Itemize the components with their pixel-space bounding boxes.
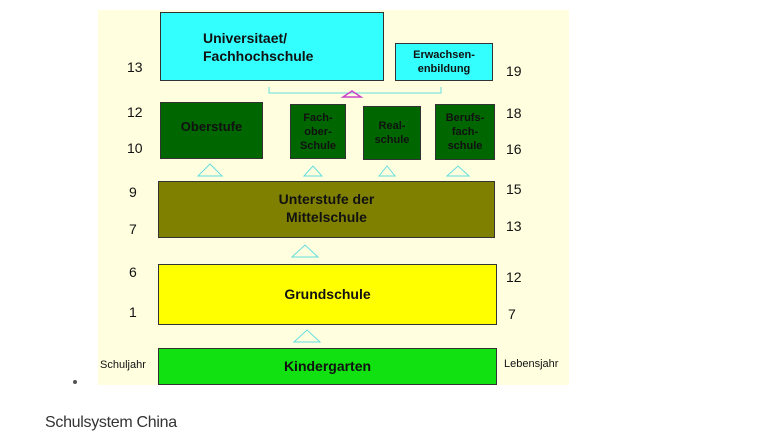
schuljahr-value: 9 (129, 184, 137, 200)
lebensjahr-value: 19 (506, 63, 522, 79)
arrow-up-icon (377, 165, 397, 177)
box-grundschule: Grundschule (158, 264, 497, 325)
lebensjahr-value: 7 (508, 306, 516, 322)
arrow-up-icon (290, 244, 320, 258)
lebensjahr-value: 13 (506, 218, 522, 234)
lebensjahr-value: 12 (506, 269, 522, 285)
lebensjahr-label: Lebensjahr (504, 358, 559, 370)
box-unterstufe: Unterstufe der Mittelschule (158, 181, 495, 238)
arrow-up-icon (302, 165, 324, 177)
schuljahr-value: 7 (129, 221, 137, 237)
schuljahr-value: 12 (127, 104, 143, 120)
box-universitaet: Universitaet/ Fachhochschule (160, 12, 384, 81)
box-oberstufe: Oberstufe (160, 102, 263, 159)
list-bullet (73, 380, 77, 384)
schuljahr-value: 13 (127, 59, 143, 75)
arrow-up-icon (196, 163, 224, 177)
lebensjahr-value: 15 (506, 181, 522, 197)
box-fachoberschule: Fach- ober- Schule (290, 104, 346, 159)
lebensjahr-value: 16 (506, 141, 522, 157)
arrow-up-icon (445, 165, 471, 177)
schuljahr-value: 1 (129, 304, 137, 320)
arrow-up-icon (292, 329, 322, 343)
box-berufsfachschule: Berufs- fach- schule (435, 104, 495, 160)
schuljahr-value: 6 (129, 264, 137, 280)
bracket-connector (268, 87, 442, 98)
arrow-triangles (196, 163, 471, 343)
schuljahr-label: Schuljahr (100, 359, 146, 371)
box-erwachsenenbildung: Erwachsen- enbildung (395, 43, 493, 81)
schuljahr-value: 10 (127, 140, 143, 156)
lebensjahr-value: 18 (506, 105, 522, 121)
box-realschule: Real- schule (363, 106, 421, 160)
image-caption: Schulsystem China (45, 414, 177, 431)
box-kindergarten: Kindergarten (158, 348, 497, 385)
